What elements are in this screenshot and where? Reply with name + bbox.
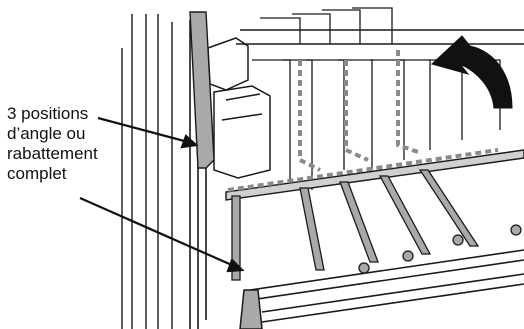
rotate-up-arrow-icon [432,36,512,108]
callout-line-1: 3 positions [7,104,98,124]
hinge-bracket [208,38,270,178]
callout-line-2: d’angle ou [7,124,98,144]
rack-wheel [240,290,262,329]
tub-wall [122,14,172,329]
callout-arrows [80,118,242,271]
callout-line-3: rabattement [7,144,98,164]
callout-line-4: complet [7,164,98,184]
callout-label: 3 positions d’angle ou rabattement compl… [7,104,98,184]
